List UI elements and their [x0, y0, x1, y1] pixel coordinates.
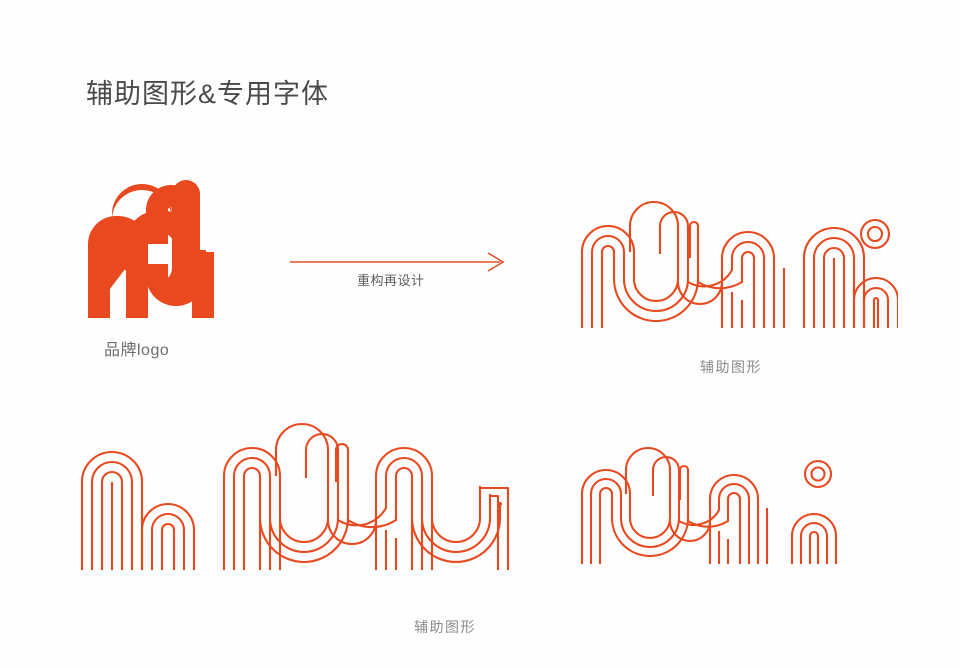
- brand-logo-caption: 品牌logo: [104, 342, 170, 359]
- page-title: 辅助图形&专用字体: [86, 79, 330, 109]
- auxiliary-pattern-top-right-caption: 辅助图形: [700, 359, 762, 375]
- right-arrow-icon: [290, 252, 505, 272]
- auxiliary-pattern-bottom-caption: 辅助图形: [414, 619, 476, 635]
- brand-logo-mark-detail: [88, 185, 214, 318]
- auxiliary-pattern-bottom-right: [580, 446, 838, 564]
- auxiliary-pattern-bottom-left: [80, 422, 510, 570]
- auxiliary-pattern-top-right: [580, 201, 898, 328]
- transform-label: 重构再设计: [357, 273, 425, 288]
